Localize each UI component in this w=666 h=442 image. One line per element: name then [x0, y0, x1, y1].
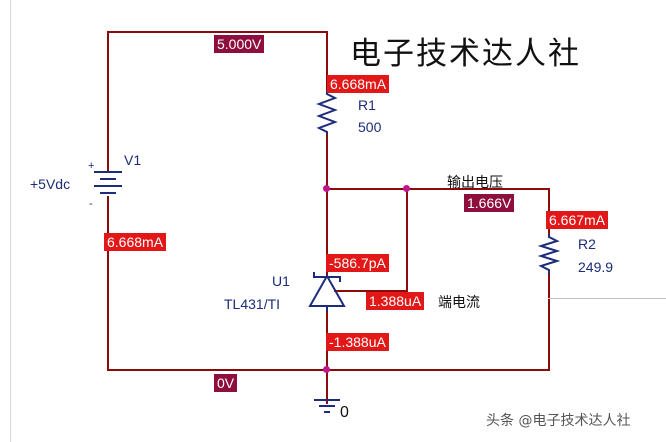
wire-ref-feedback [406, 188, 408, 292]
current-u1-anode-tag: -1.388uA [326, 333, 389, 351]
r2-value: 249.9 [578, 259, 614, 275]
wire-left-upper [107, 31, 109, 171]
u1-part: TL431/TI [224, 296, 281, 312]
voltage-bottom-tag: 0V [214, 374, 238, 392]
wire-left-lower [107, 196, 109, 371]
title-text: 电子技术达人社 [350, 36, 581, 72]
current-r1-tag: 6.668mA [327, 75, 390, 93]
source-name: V1 [124, 152, 142, 168]
ref-current-annotation: 端电流 [438, 294, 480, 310]
source-value: +5Vdc [30, 176, 71, 192]
ground-node-label: 0 [340, 404, 349, 421]
wire-r1-bottom [326, 132, 328, 190]
page-edge-line [10, 0, 11, 442]
wire-output-node [326, 188, 550, 190]
wire-ref-pin [334, 290, 408, 292]
current-u1-cathode-tag: -586.7pA [326, 254, 389, 272]
r1-name: R1 [358, 97, 376, 113]
battery-minus-sign: - [89, 198, 93, 210]
current-source-tag: 6.668mA [104, 233, 167, 251]
junction-dot [403, 185, 410, 192]
r1-value: 500 [358, 119, 382, 135]
wire-r1-top [326, 31, 328, 91]
wire-right-lower [548, 270, 550, 371]
resistor-r1-symbol [316, 90, 338, 134]
current-r2-tag: 6.667mA [546, 211, 609, 229]
page-edge-line [548, 298, 666, 299]
battery-plus-sign: + [88, 160, 95, 172]
battery-symbol [94, 171, 122, 194]
current-u1-ref-tag: 1.388uA [366, 292, 425, 310]
r2-name: R2 [578, 236, 596, 252]
output-voltage-annotation: 输出电压 [447, 174, 503, 190]
credit-watermark: 头条 @电子技术达人社 [486, 413, 631, 429]
tl431-regulator-symbol [308, 272, 346, 312]
voltage-top-tag: 5.000V [214, 35, 265, 53]
junction-dot [323, 185, 330, 192]
wire-u1-anode [326, 306, 328, 404]
wire-u1-cathode [326, 188, 328, 276]
resistor-r2-symbol [537, 234, 561, 274]
u1-name: U1 [272, 273, 290, 289]
junction-dot [323, 366, 330, 373]
ground-symbol [314, 399, 340, 413]
wire-top [107, 31, 328, 33]
voltage-output-tag: 1.666V [464, 194, 515, 212]
